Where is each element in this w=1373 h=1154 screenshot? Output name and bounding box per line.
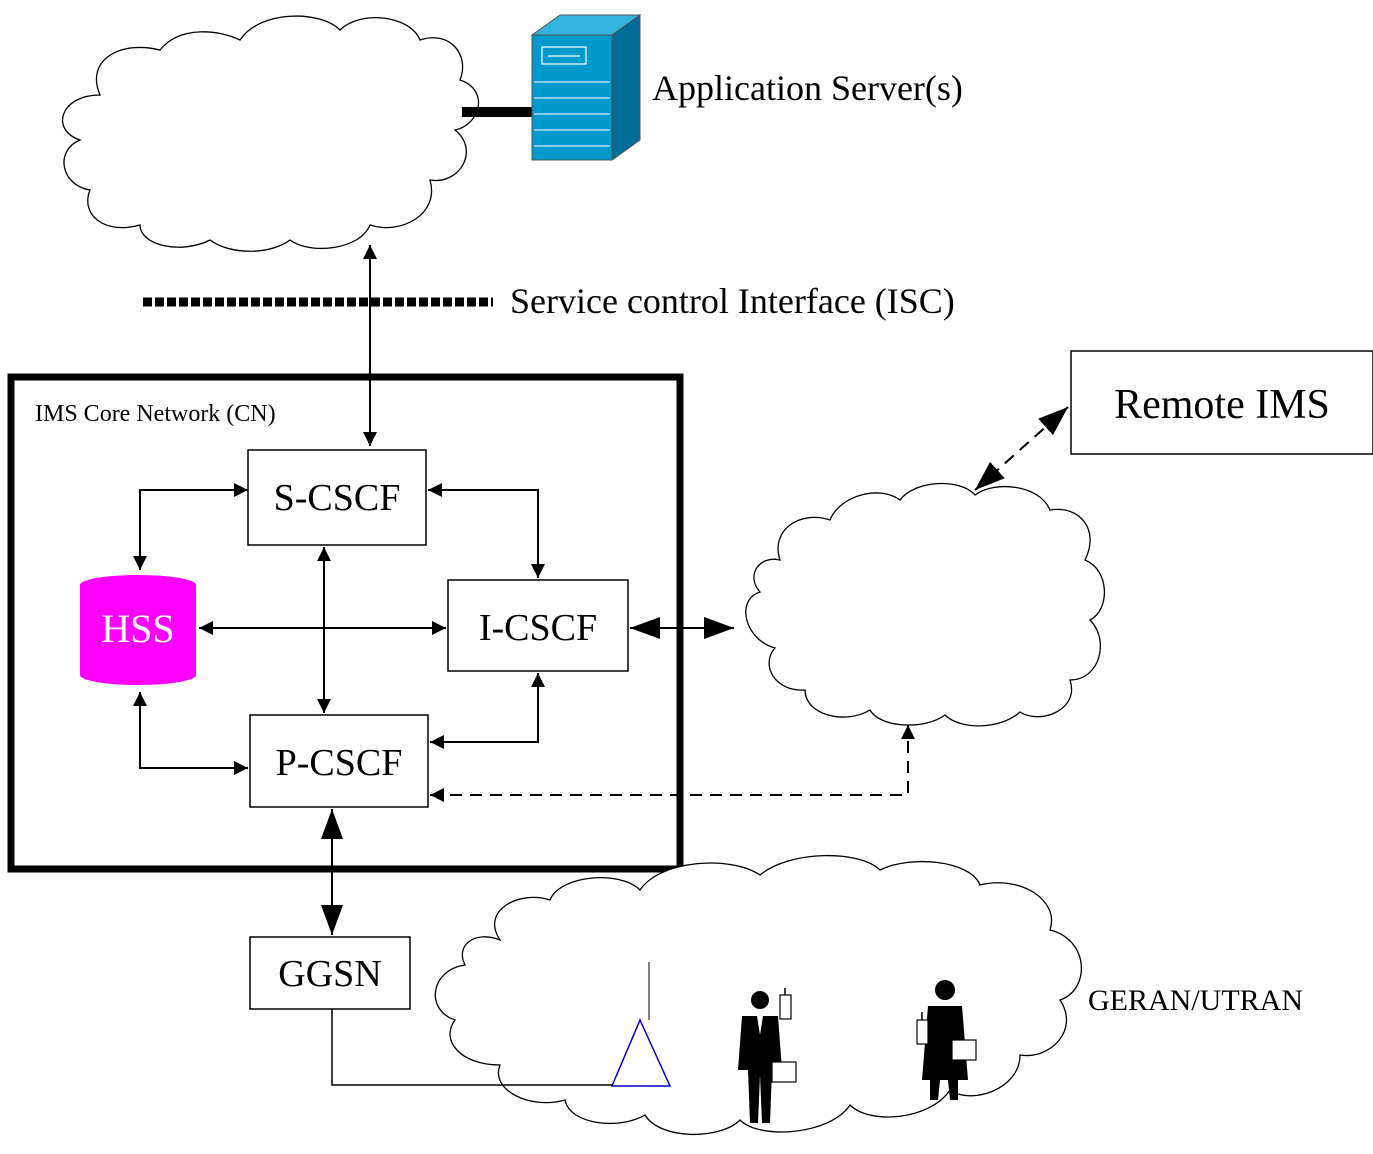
ran-label: GERAN/UTRAN xyxy=(1088,984,1303,1017)
s-cscf-i-cscf-link xyxy=(428,483,545,578)
remote-ims-label: Remote IMS xyxy=(1114,382,1330,428)
hss-s-cscf-link xyxy=(133,483,248,570)
remote-ims-arrow xyxy=(974,406,1069,491)
hss-p-cscf-link xyxy=(133,692,248,775)
ggsn-box xyxy=(249,936,411,1010)
ggsn-antenna-link xyxy=(331,1009,612,1086)
p-cscf-box xyxy=(249,714,429,808)
businessman-with-phone-icon xyxy=(738,988,797,1123)
server-tower-icon xyxy=(530,14,642,161)
p-cscf-i-cscf-link xyxy=(430,673,545,749)
app-server-label: Application Server(s) xyxy=(652,68,963,108)
remote-ims-box xyxy=(1070,350,1373,455)
isc-label: Service control Interface (ISC) xyxy=(510,281,955,321)
businesswoman-with-phone-icon xyxy=(916,980,977,1100)
ggsn-label: GGSN xyxy=(278,953,381,995)
s-cscf-label: S-CSCF xyxy=(274,477,401,519)
s-cscf-box xyxy=(247,449,427,546)
external-network-cloud xyxy=(745,482,1106,727)
i-cscf-box xyxy=(447,579,629,672)
p-cscf-label: P-CSCF xyxy=(276,742,403,784)
core-network-label: IMS Core Network (CN) xyxy=(35,401,276,427)
i-cscf-label: I-CSCF xyxy=(479,607,597,649)
antenna-icon xyxy=(610,962,672,1087)
hss-label: HSS xyxy=(101,606,174,651)
app-network-cloud xyxy=(62,15,480,252)
p-cscf-cloud-dashed-link xyxy=(430,725,915,802)
hss-database: HSS xyxy=(80,575,196,685)
